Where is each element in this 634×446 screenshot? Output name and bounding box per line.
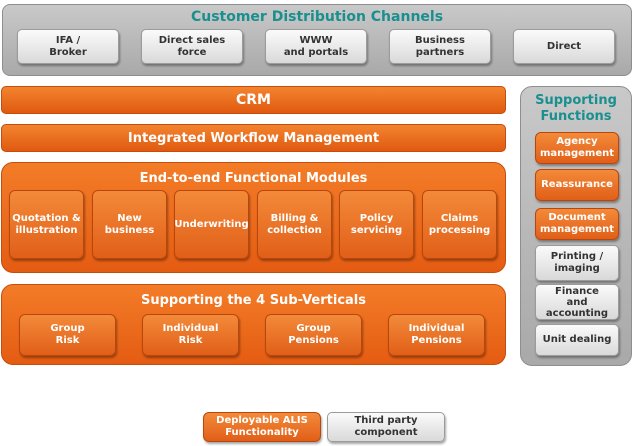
support-agency-management: Agency management — [535, 132, 619, 164]
channel-direct: Direct — [513, 29, 615, 64]
functional-modules-title: End-to-end Functional Modules — [139, 171, 368, 186]
support-finance-accounting: Finance and accounting — [535, 284, 619, 320]
vertical-group-risk: Group Risk — [19, 314, 116, 356]
support-printing-imaging: Printing / imaging — [535, 245, 619, 281]
vertical-individual-pensions: Individual Pensions — [388, 314, 485, 356]
support-reassurance: Reassurance — [535, 169, 619, 201]
workflow-bar: Integrated Workflow Management — [1, 124, 506, 152]
legend-third-party: Third party component — [327, 412, 445, 442]
channel-business-partners: Business partners — [389, 29, 491, 64]
vertical-group-pensions: Group Pensions — [265, 314, 362, 356]
support-unit-dealing: Unit dealing — [535, 324, 619, 356]
vertical-individual-risk: Individual Risk — [142, 314, 239, 356]
crm-bar: CRM — [1, 86, 506, 114]
channel-direct-sales-force: Direct sales force — [141, 29, 243, 64]
functional-modules-panel: End-to-end Functional Modules — [1, 162, 506, 273]
supporting-functions-title: Supporting Functions — [535, 93, 617, 124]
module-new-business: New business — [92, 190, 167, 259]
module-billing: Billing & collection — [257, 190, 332, 259]
customer-channels-title: Customer Distribution Channels — [190, 9, 444, 25]
channel-www-portals: WWW and portals — [265, 29, 367, 64]
module-policy-servicing: Policy servicing — [339, 190, 414, 259]
module-claims: Claims processing — [422, 190, 497, 259]
sub-verticals-title: Supporting the 4 Sub-Verticals — [140, 293, 366, 308]
module-underwriting: Underwriting — [174, 190, 249, 259]
module-quotation: Quotation & illustration — [9, 190, 84, 259]
support-document-management: Document management — [535, 208, 619, 240]
legend-alis-functionality: Deployable ALIS Functionality — [203, 412, 321, 442]
channel-ifa-broker: IFA / Broker — [17, 29, 119, 64]
